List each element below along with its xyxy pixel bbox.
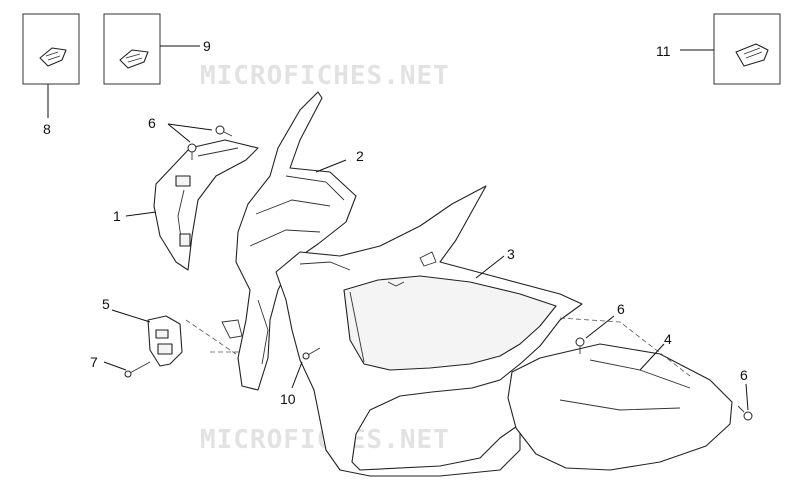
leader-3 <box>475 255 505 279</box>
leader-6a-2 <box>167 123 213 131</box>
part-2-inner-frame[interactable] <box>221 91 357 391</box>
callout-7: 7 <box>90 354 98 370</box>
part-4-side-panel[interactable] <box>507 317 733 471</box>
screw-6b[interactable] <box>215 125 233 137</box>
leader-7 <box>103 361 127 371</box>
callout-9: 9 <box>203 38 211 54</box>
part-3-central-body[interactable] <box>275 185 583 477</box>
leader-2 <box>315 159 347 173</box>
leader-6d <box>745 383 749 411</box>
callout-11: 11 <box>656 43 671 59</box>
screw-6d[interactable] <box>737 405 753 421</box>
leader-6a-1 <box>167 123 191 143</box>
callout-4: 4 <box>664 331 672 347</box>
screw-6c[interactable] <box>575 337 585 354</box>
part-5-clip[interactable] <box>147 315 183 367</box>
callout-6-top: 6 <box>148 115 156 131</box>
callout-8: 8 <box>43 121 51 137</box>
part-1-panel[interactable] <box>153 139 259 271</box>
callout-3: 3 <box>507 246 515 262</box>
callout-6-right: 6 <box>740 367 748 383</box>
leader-6c <box>585 315 615 339</box>
inset-box-part-9[interactable] <box>103 13 161 85</box>
inset-box-part-11[interactable] <box>713 13 781 85</box>
callout-6-middle: 6 <box>617 301 625 317</box>
watermark-top: MICROFICHES.NET <box>200 61 450 91</box>
screw-7[interactable] <box>124 361 151 378</box>
leader-1 <box>125 211 157 217</box>
screw-10[interactable] <box>302 347 321 360</box>
leader-5 <box>111 309 151 323</box>
guide-line-clip <box>185 319 237 355</box>
screw-6a[interactable] <box>187 143 197 160</box>
callout-2: 2 <box>356 148 364 164</box>
callout-1: 1 <box>113 208 121 224</box>
inset-box-part-8[interactable] <box>22 13 80 85</box>
callout-5: 5 <box>102 296 110 312</box>
leader-10 <box>291 361 303 389</box>
callout-10: 10 <box>280 391 296 407</box>
leader-4 <box>639 343 665 371</box>
